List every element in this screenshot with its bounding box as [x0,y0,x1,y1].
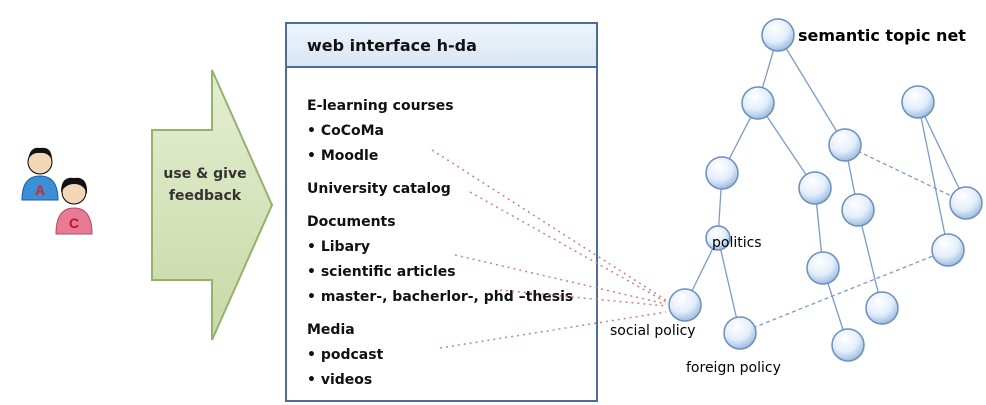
arrow-label-line2: feedback [168,188,242,204]
link-articles [454,254,667,305]
topic-node [806,251,840,285]
section-heading[interactable]: E-learning courses [307,98,454,114]
link-thesis [499,289,667,307]
panel-content: E-learning courses • CoCoMa • Moodle Uni… [307,94,596,393]
topic-node-politics [705,225,731,251]
topic-node [828,128,862,162]
topic-node [741,86,775,120]
list-item[interactable]: • Libary [307,239,371,255]
list-item[interactable]: • scientific articles [307,264,456,280]
link-podcast [439,311,667,349]
topic-node [705,156,739,190]
user-c-letter: C [69,215,79,231]
topic-node [931,233,965,267]
user-a-avatar: A [21,147,59,201]
topic-node-social-policy [668,288,702,322]
topic-node [831,328,865,362]
panel-title: web interface h-da [287,24,596,68]
section-heading[interactable]: Documents [307,214,396,230]
feedback-arrow [151,69,274,341]
user-a-letter: A [35,182,45,198]
list-item[interactable]: • CoCoMa [307,123,384,139]
section-heading[interactable]: Media [307,322,355,338]
topic-node [949,186,983,220]
users-icon: A C [21,147,93,235]
semantic-topic-net: semantic topic net politics social polic… [610,18,983,376]
label-foreign-policy: foreign policy [686,360,781,376]
topic-node [798,171,832,205]
section-heading[interactable]: University catalog [307,181,451,197]
topic-node [841,193,875,227]
user-c-avatar: C [55,177,93,235]
topic-node [761,18,795,52]
list-item[interactable]: • podcast [307,347,384,363]
web-interface-panel: web interface h-da E-learning courses • … [285,22,598,402]
list-item[interactable]: • master-, bacherlor-, phd –thesis [307,289,574,305]
arrow-label: use & give feedback [160,163,250,207]
list-item[interactable]: • videos [307,372,373,388]
link-catalog [469,191,667,303]
topic-node [865,291,899,325]
topic-node-foreign-policy [723,316,757,350]
list-item[interactable]: • Moodle [307,148,379,164]
link-cocoma [431,149,667,301]
arrow-label-line1: use & give [163,166,247,182]
label-politics: politics [712,235,762,251]
net-title: semantic topic net [798,26,966,45]
label-social-policy: social policy [610,323,696,339]
topic-node [901,85,935,119]
